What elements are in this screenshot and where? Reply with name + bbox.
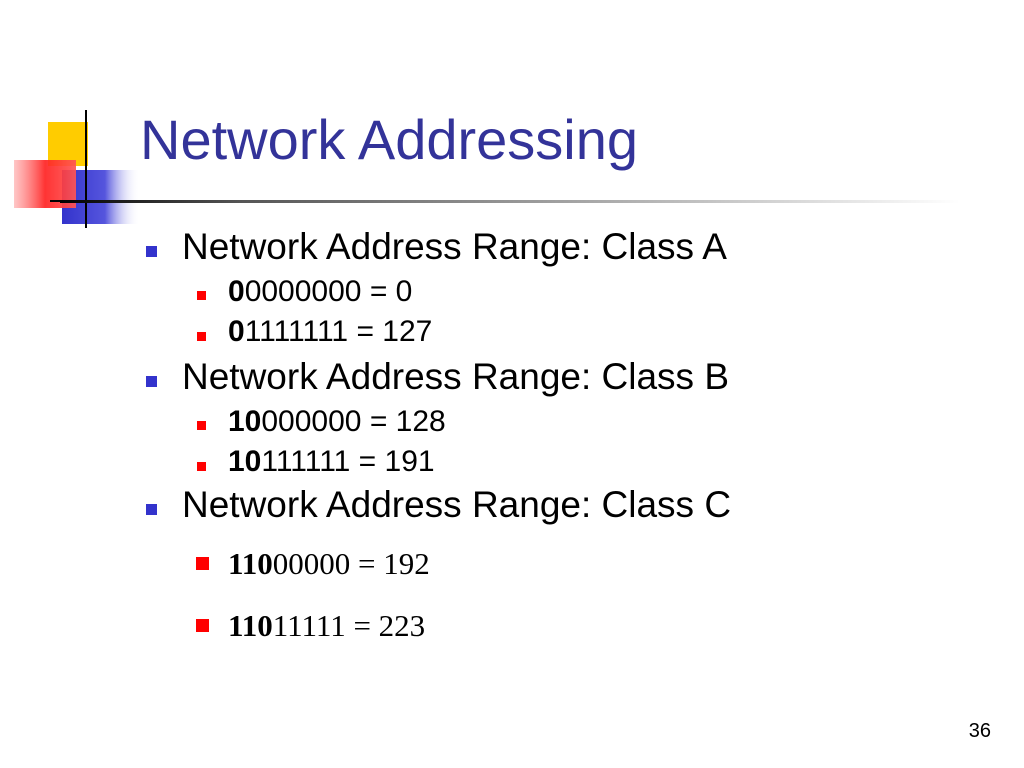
bullet-square-icon	[197, 421, 206, 430]
bullet-square-icon	[146, 504, 157, 515]
title-underline	[60, 200, 960, 203]
page-number: 36	[968, 720, 991, 742]
bullet-square-icon	[146, 246, 157, 257]
bullet-square-icon	[197, 462, 206, 471]
bullet-square-icon	[196, 619, 209, 632]
class-a-heading: Network Address Range: Class A	[182, 226, 727, 267]
class-c-heading: Network Address Range: Class C	[182, 484, 732, 525]
yellow-square	[48, 122, 88, 166]
bullet-square-icon	[146, 376, 157, 387]
bullet-square-icon	[197, 332, 206, 341]
list-item: 00000000 = 0	[228, 275, 413, 308]
bullet-square-icon	[197, 291, 206, 300]
class-b-heading: Network Address Range: Class B	[182, 356, 730, 397]
list-item: 11000000 = 192	[228, 546, 430, 581]
list-item: 11011111 = 223	[228, 608, 426, 643]
list-item: 10111111 = 191	[228, 445, 435, 478]
list-item: 10000000 = 128	[228, 405, 446, 438]
slide-title: Network Addressing	[140, 108, 639, 171]
list-item: 01111111 = 127	[228, 315, 433, 348]
bullet-square-icon	[196, 557, 209, 570]
